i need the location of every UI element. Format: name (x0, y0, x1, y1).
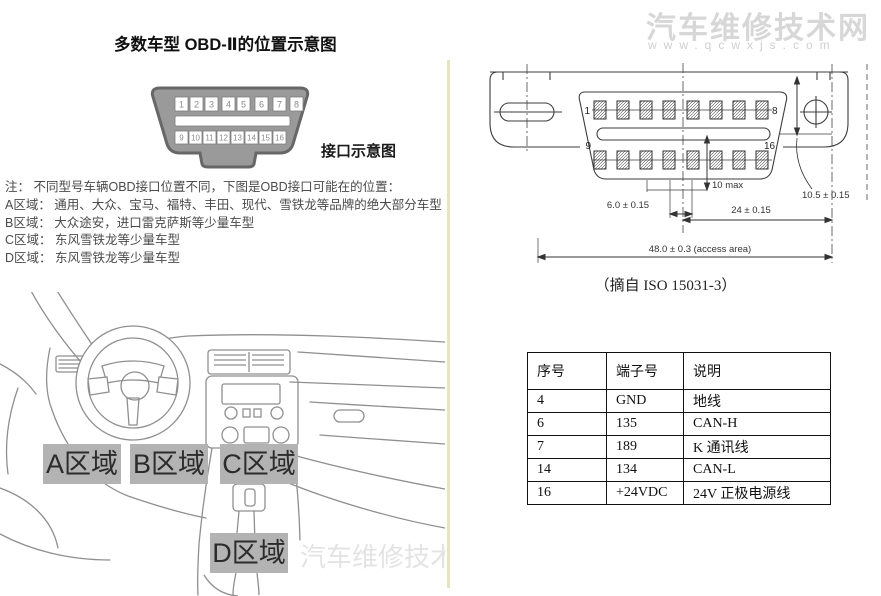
iso-connector-drawing: 1 8 9 16 10 max 10.5 ± 0.15 6.0 ± 0.15 2… (489, 63, 868, 263)
column-divider (447, 60, 450, 588)
svg-text:3: 3 (209, 100, 214, 110)
table-row: 7 189 K 通讯线 (527, 435, 831, 459)
note-line: A区域： 通用、大众、宝马、福特、丰田、现代、雪铁龙等品牌的绝大部分车型 (5, 197, 442, 212)
svg-text:10: 10 (191, 134, 200, 143)
svg-text:16: 16 (275, 134, 284, 143)
drawing-pin1-label: 1 (584, 106, 590, 117)
zone-label-b: B区域 (130, 444, 208, 484)
connector-pin-numbers-bottom: 9 10 11 12 13 14 15 16 (179, 134, 284, 143)
connector-slot (174, 115, 291, 127)
svg-text:14: 14 (247, 134, 256, 143)
svg-text:4: 4 (226, 100, 231, 110)
note-line: D区域： 东风雪铁龙等少量车型 (5, 251, 181, 266)
connector-pin-numbers-top: 1 2 3 4 5 6 7 8 (179, 100, 299, 110)
table-row: 14 134 CAN-L (527, 458, 831, 482)
dim-pitch: 6.0 ± 0.15 (607, 200, 649, 211)
svg-text:12: 12 (219, 134, 228, 143)
svg-text:15: 15 (261, 134, 270, 143)
table-row: 4 GND 地线 (527, 389, 831, 413)
note-line: 注： 不同型号车辆OBD接口位置不同，下图是OBD接口可能在的位置： (5, 180, 401, 194)
svg-text:1: 1 (179, 100, 184, 110)
note-line: C区域： 东风雪铁龙等少量车型 (5, 233, 181, 248)
page-title: 多数车型 OBD-Ⅱ的位置示意图 (114, 36, 337, 54)
table-header-row: 序号 端子号 说明 (527, 352, 831, 390)
svg-text:8: 8 (294, 100, 299, 110)
note-line: B区域： 大众途安，进口雷克萨斯等少量车型 (5, 215, 255, 230)
pin-table: 序号 端子号 说明 4 GND 地线 6 135 CAN-H 7 189 K 通… (527, 352, 831, 505)
notes: 注： 不同型号车辆OBD接口位置不同，下图是OBD接口可能在的位置： A区域： … (5, 179, 445, 268)
table-row: 16 +24VDC 24V 正极电源线 (527, 481, 831, 505)
svg-text:6: 6 (259, 100, 264, 110)
site-watermark-title: 汽车维修技术网 (646, 12, 870, 45)
zone-label-d: D区域 (210, 533, 288, 573)
svg-text:13: 13 (233, 134, 242, 143)
svg-text:2: 2 (194, 100, 199, 110)
zone-label-c: C区域 (220, 444, 298, 484)
car-area-watermark: 汽车维修技术网 (300, 542, 445, 572)
svg-text:9: 9 (179, 134, 184, 143)
zone-label-a: A区域 (43, 444, 121, 484)
dim-half-width: 24 ± 0.15 (731, 205, 771, 216)
iso-source-caption: （摘自 ISO 15031-3） (594, 278, 737, 294)
dim-slot-depth: 10 max (712, 180, 743, 191)
header-seq: 序号 (527, 352, 607, 390)
svg-text:7: 7 (277, 100, 282, 110)
steering-wheel (75, 325, 191, 441)
connector-pins-bottom (174, 130, 287, 145)
drawing-pin9-label: 9 (585, 141, 591, 152)
site-watermark-url: www.qcwxjs.com (648, 38, 837, 52)
svg-text:11: 11 (205, 134, 214, 143)
header-terminal: 端子号 (606, 352, 684, 390)
obd-connector-figure: 1 2 3 4 5 6 7 8 9 10 11 12 13 14 15 16 (150, 86, 310, 169)
svg-text:5: 5 (241, 100, 246, 110)
table-row: 6 135 CAN-H (527, 412, 831, 436)
drawing-pin16-label: 16 (764, 141, 776, 152)
drawing-pins (593, 100, 769, 170)
header-desc: 说明 (683, 352, 831, 390)
dim-height: 10.5 ± 0.15 (802, 190, 849, 201)
connector-caption: 接口示意图 (321, 143, 397, 160)
dim-access-area: 48.0 ± 0.3 (access area) (649, 244, 751, 255)
drawing-pin8-label: 8 (772, 106, 778, 117)
connector-pins-top (174, 96, 304, 112)
